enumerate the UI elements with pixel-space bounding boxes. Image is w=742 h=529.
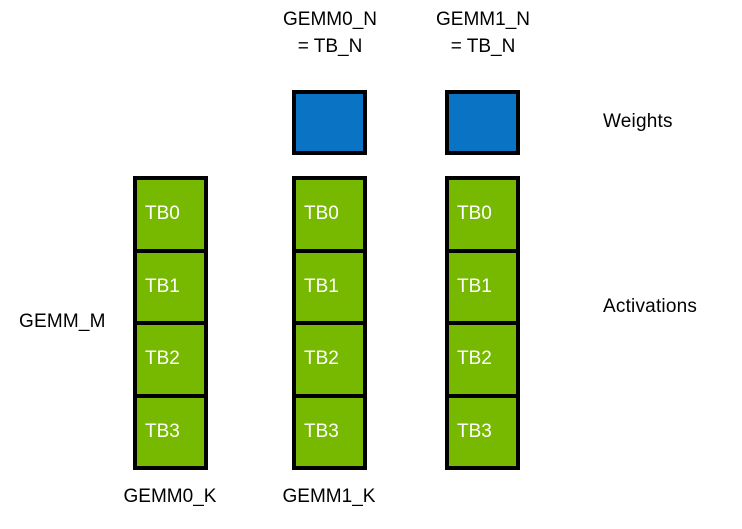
- activation-cell: TB2: [133, 321, 208, 398]
- activation-cell-label: TB0: [457, 203, 492, 225]
- column-header-line-2: = TB_N: [450, 36, 516, 57]
- column-header-gemm1-n: GEMM1_N = TB_N: [403, 6, 563, 60]
- activation-cell: TB2: [445, 321, 520, 398]
- activation-cell-label: TB3: [145, 420, 180, 442]
- activation-cell-label: TB3: [457, 420, 492, 442]
- activation-column-gemm2: TB0 TB1 TB2 TB3: [445, 176, 520, 470]
- column-header-gemm0-n: GEMM0_N = TB_N: [250, 6, 410, 60]
- activation-cell: TB1: [292, 248, 367, 325]
- activation-column-gemm1: TB0 TB1 TB2 TB3: [292, 176, 367, 470]
- activation-cell-label: TB2: [304, 348, 339, 370]
- activation-cell: TB0: [292, 176, 367, 253]
- bottom-label-gemm0-k: GEMM0_K: [123, 486, 217, 507]
- activation-cell: TB3: [445, 393, 520, 470]
- column-header-line-1: GEMM0_N: [283, 9, 377, 30]
- activation-cell-label: TB3: [304, 420, 339, 442]
- weights-label: Weights: [603, 111, 673, 132]
- activation-cell: TB2: [292, 321, 367, 398]
- gemm-m-label: GEMM_M: [19, 311, 106, 332]
- activation-cell: TB0: [133, 176, 208, 253]
- activation-cell-label: TB1: [145, 275, 180, 297]
- activation-column-gemm0: TB0 TB1 TB2 TB3: [133, 176, 208, 470]
- activation-cell: TB3: [292, 393, 367, 470]
- activation-cell-label: TB2: [457, 348, 492, 370]
- weight-block-gemm1: [445, 90, 520, 155]
- weight-block-gemm0: [292, 90, 367, 155]
- activation-cell: TB1: [133, 248, 208, 325]
- activation-cell-label: TB1: [457, 275, 492, 297]
- activation-cell-label: TB0: [145, 203, 180, 225]
- activation-cell: TB3: [133, 393, 208, 470]
- column-header-line-2: = TB_N: [297, 36, 363, 57]
- activation-cell-label: TB1: [304, 275, 339, 297]
- bottom-label-gemm1-k: GEMM1_K: [282, 486, 376, 507]
- activation-cell: TB1: [445, 248, 520, 325]
- column-header-line-1: GEMM1_N: [436, 9, 530, 30]
- activation-cell: TB0: [445, 176, 520, 253]
- activation-cell-label: TB2: [145, 348, 180, 370]
- activations-label: Activations: [603, 296, 698, 317]
- activation-cell-label: TB0: [304, 203, 339, 225]
